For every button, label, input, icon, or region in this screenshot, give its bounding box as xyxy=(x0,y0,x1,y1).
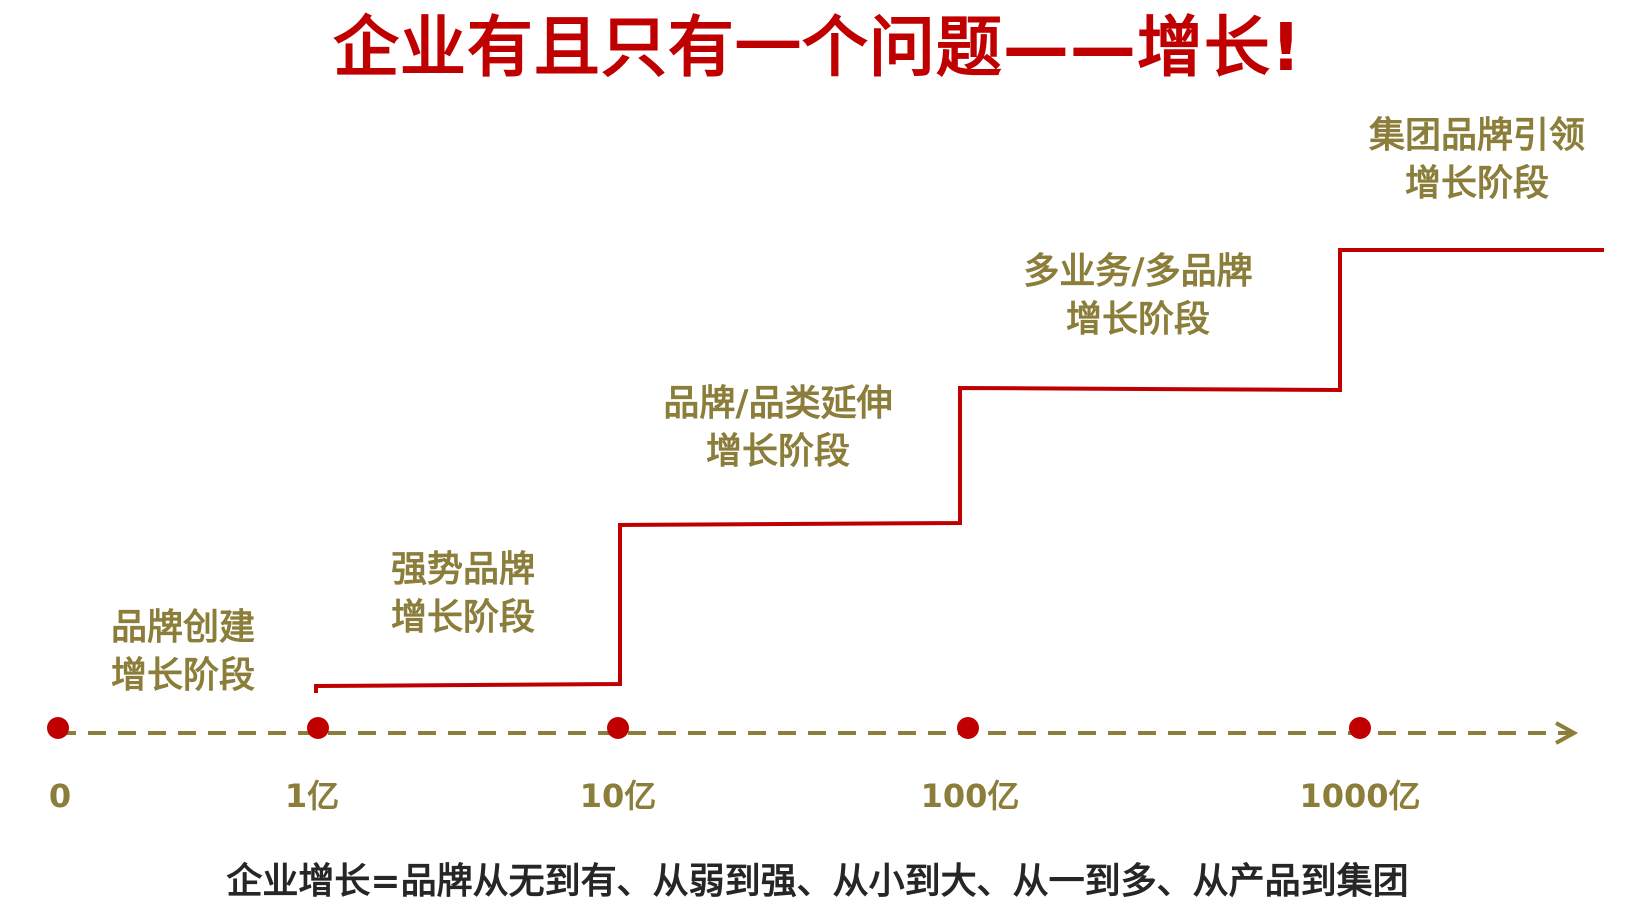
footer-summary: 企业增长=品牌从无到有、从弱到强、从小到大、从一到多、从产品到集团 xyxy=(226,861,1409,902)
milestone-dot xyxy=(47,717,69,739)
axis-tick-label: 0 xyxy=(48,777,72,815)
stage-label-strong-brand: 强势品牌 增长阶段 xyxy=(390,549,535,638)
stage-label-multi-business: 多业务/多品牌 增长阶段 xyxy=(1023,251,1253,340)
milestone-dot xyxy=(607,717,629,739)
growth-step-line xyxy=(314,248,1604,693)
axis-tick-label: 10亿 xyxy=(579,777,657,815)
page-title: 企业有且只有一个问题——增长! xyxy=(332,9,1303,86)
stage-label-brand-extension: 品牌/品类延伸 增长阶段 xyxy=(663,383,893,472)
axis-tick-label: 100亿 xyxy=(920,777,1020,815)
axis-arrow-icon xyxy=(1555,721,1579,745)
milestone-dot xyxy=(957,717,979,739)
stage-label-brand-creation: 品牌创建 增长阶段 xyxy=(110,607,255,696)
milestone-dot xyxy=(307,717,329,739)
axis-tick-label: 1000亿 xyxy=(1299,777,1421,815)
axis-tick-label: 1亿 xyxy=(284,777,340,815)
milestone-dot xyxy=(1349,717,1371,739)
stage-label-group-brand: 集团品牌引领 增长阶段 xyxy=(1368,115,1585,204)
